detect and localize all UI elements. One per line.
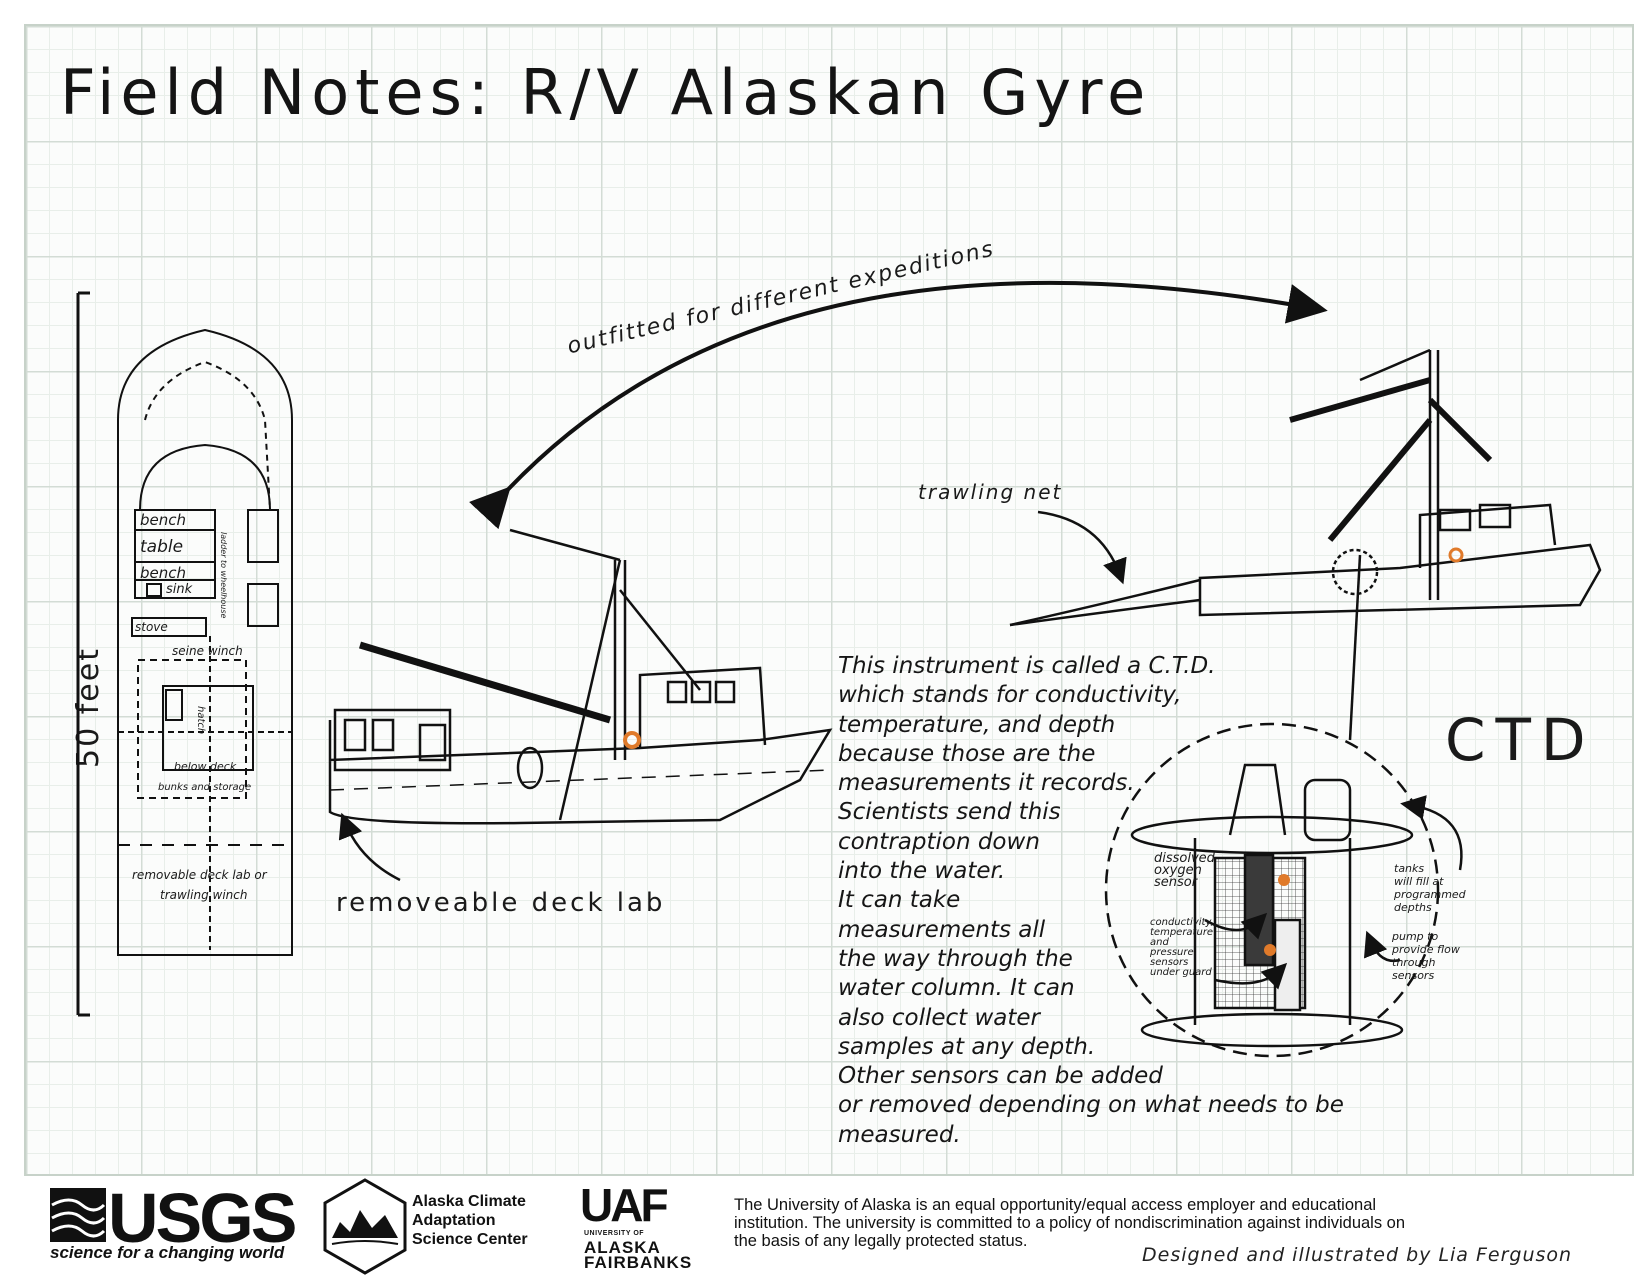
label-stove: stove <box>135 620 168 634</box>
label-ladder: ladder to wheelhouse <box>219 532 228 618</box>
accsc-logo-text: Alaska Climate Adaptation Science Center <box>412 1192 528 1249</box>
removeable-lab-label: removeable deck lab <box>336 888 665 918</box>
desc-line: measurements all <box>838 916 1344 945</box>
equal-opportunity-statement: The University of Alaska is an equal opp… <box>734 1196 1405 1250</box>
deck-plan <box>118 330 292 955</box>
usgs-tagline: science for a changing world <box>50 1243 284 1263</box>
trawling-net-label: trawling net <box>918 480 1062 504</box>
label-below-deck: below deck <box>174 760 236 773</box>
label-bunks: bunks and storage <box>158 782 251 793</box>
ctd-title: CTD <box>1445 706 1596 774</box>
desc-line: samples at any depth. <box>838 1033 1344 1062</box>
desc-line: This instrument is called a C.T.D. <box>838 652 1344 681</box>
desc-line: water column. It can <box>838 974 1344 1003</box>
outfitted-arrow <box>500 283 1312 498</box>
uaf-logo-sub: UNIVERSITY OF <box>584 1230 644 1237</box>
desc-line: the way through the <box>838 945 1344 974</box>
label-pump: pump to provide flow through sensors <box>1392 930 1460 982</box>
desc-line: Other sensors can be added <box>838 1062 1344 1091</box>
uaf-logo-sub2: ALASKA FAIRBANKS <box>584 1240 692 1270</box>
desc-line: contraption down <box>838 828 1344 857</box>
label-sink: sink <box>166 582 192 597</box>
deck-lab-arrow <box>345 822 400 880</box>
label-bench-top: bench <box>140 511 186 529</box>
label-seine-winch: seine winch <box>172 644 243 658</box>
label-bench-bottom: bench <box>140 564 186 582</box>
desc-line: Scientists send this <box>838 798 1344 827</box>
desc-line: measurements it records. <box>838 769 1344 798</box>
desc-line: or removed depending on what needs to be <box>838 1091 1344 1120</box>
desc-line: into the water. <box>838 857 1344 886</box>
usgs-logo-mark <box>50 1188 106 1242</box>
desc-line: It can take <box>838 886 1344 915</box>
desc-line: measured. <box>838 1121 1344 1150</box>
length-scale-bar <box>78 293 90 1015</box>
ctd-description: This instrument is called a C.T.D. which… <box>838 652 1344 1150</box>
desc-line: which stands for conductivity, <box>838 681 1344 710</box>
label-tanks: tanks will fill at programmed depths <box>1394 862 1466 914</box>
uaf-logo-text: UAF <box>580 1178 666 1232</box>
desc-line: temperature, and depth <box>838 711 1344 740</box>
label-removable-lab-1: removable deck lab or <box>132 868 267 882</box>
illustrator-credit: Designed and illustrated by Lia Ferguson <box>1142 1244 1572 1266</box>
boat-deck-lab <box>330 530 830 823</box>
desc-line: also collect water <box>838 1004 1344 1033</box>
label-removable-lab-2: trawling winch <box>160 888 247 902</box>
trawling-net-arrow <box>1038 512 1120 575</box>
label-table: table <box>140 537 183 557</box>
desc-line: because those are the <box>838 740 1344 769</box>
label-hatch: hatch <box>195 706 206 734</box>
accsc-logo-mark <box>325 1180 405 1273</box>
